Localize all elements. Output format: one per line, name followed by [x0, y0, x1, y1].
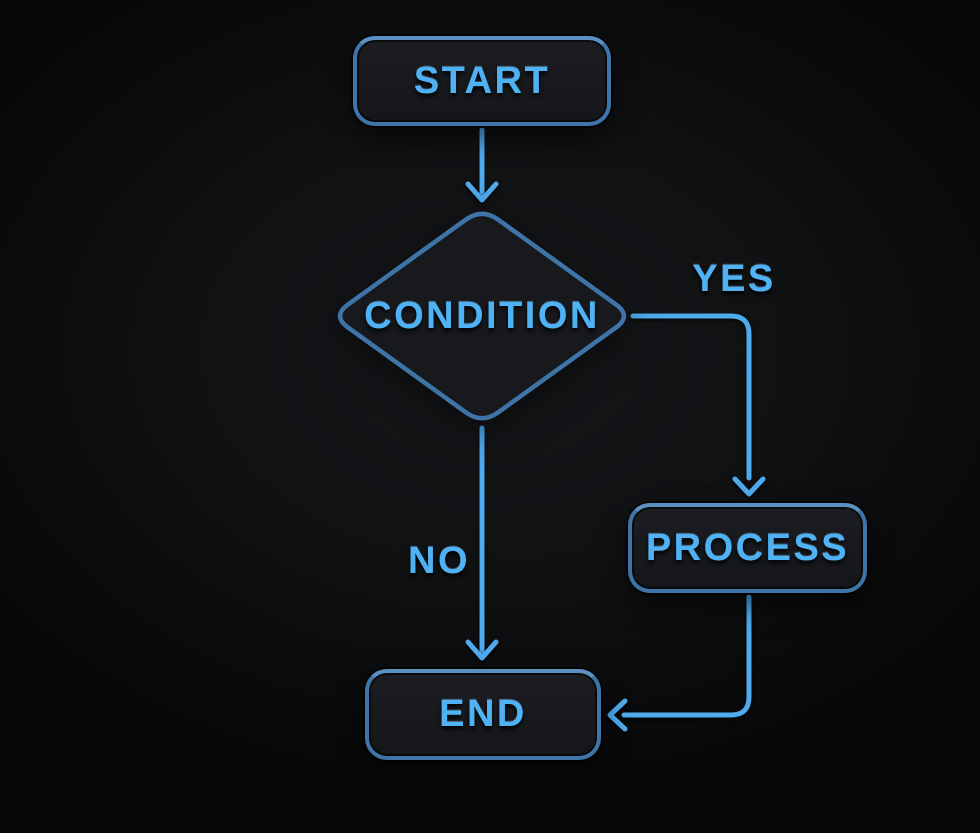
arrowhead-down-process — [732, 476, 766, 497]
node-condition-label: CONDITION — [364, 294, 600, 337]
edge-condition-to-process — [630, 313, 752, 481]
edge-process-to-end — [621, 594, 752, 718]
edge-label-no: NO — [408, 540, 470, 582]
node-condition: CONDITION — [332, 294, 632, 337]
arrowhead-left-end — [607, 698, 628, 732]
condition-diamond-shape — [337, 211, 627, 421]
node-start-label: START — [413, 59, 551, 102]
node-end-label: END — [439, 693, 527, 735]
node-start: START — [353, 36, 611, 126]
node-process-label: PROCESS — [645, 526, 850, 569]
arrowhead-down-end — [465, 639, 499, 661]
arrowhead-down-condition — [465, 181, 499, 203]
node-end: END — [365, 669, 601, 760]
edge-label-yes: YES — [692, 258, 776, 300]
node-process: PROCESS — [628, 503, 867, 593]
